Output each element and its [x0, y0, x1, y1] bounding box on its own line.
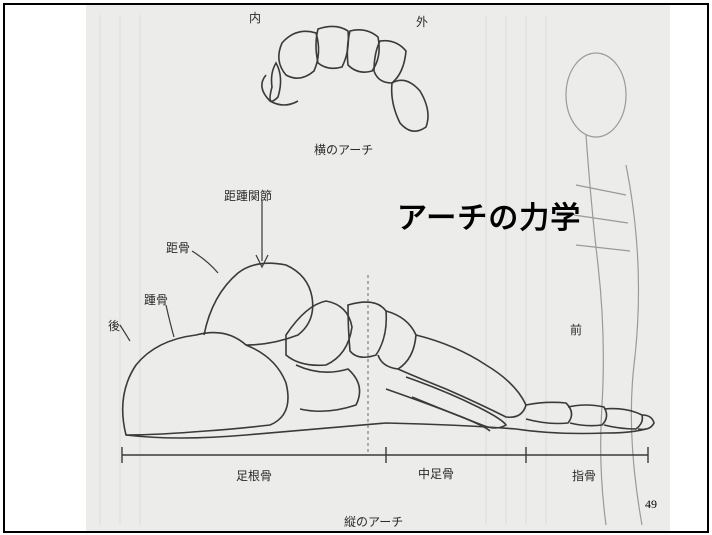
label-pointers [119, 201, 269, 342]
talus-label: 距骨 [166, 241, 191, 255]
phalanges-label: 指骨 [572, 469, 597, 483]
front-direction-label: 前 [570, 323, 583, 337]
subtalar-joint-label: 距踵関節 [224, 189, 273, 203]
background-text-texture [99, 15, 547, 525]
page-number: 49 [645, 497, 657, 511]
tarsal-bones-label: 足根骨 [236, 469, 273, 483]
outer-side-label: 外 [416, 15, 429, 29]
inner-side-label: 内 [249, 11, 262, 25]
slide-title: アーチの力学 [397, 201, 582, 236]
transverse-arch-caption: 横のアーチ [314, 143, 374, 157]
longitudinal-arch-bones [121, 262, 655, 439]
span-ruler [121, 447, 649, 463]
transverse-arch-bones [261, 25, 429, 132]
skeleton-silhouette [565, 52, 643, 526]
foot-anatomy-illustration [99, 15, 655, 526]
metatarsal-bones-label: 中足骨 [418, 467, 455, 481]
scanned-figure: 内 外 横のアーチ 距踵関節 距骨 踵骨 後 前 足根骨 中足骨 指骨 縦のアー… [86, 5, 670, 531]
slide: 内 外 横のアーチ 距踵関節 距骨 踵骨 後 前 足根骨 中足骨 指骨 縦のアー… [3, 3, 709, 533]
calcaneus-label: 踵骨 [144, 293, 169, 307]
longitudinal-arch-caption: 縦のアーチ [344, 515, 404, 529]
rear-direction-label: 後 [108, 319, 121, 333]
